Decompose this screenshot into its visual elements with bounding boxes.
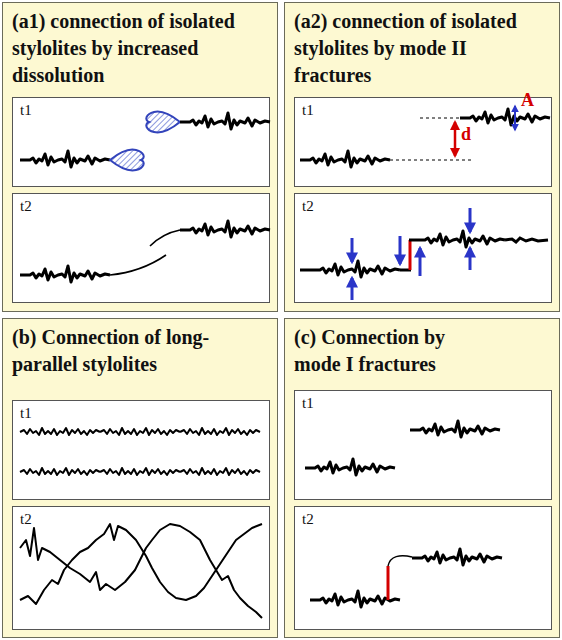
stylolite [300,269,310,272]
stage-label: t1 [302,101,314,119]
stage-box: t2 [294,193,552,303]
offset-arrow [454,122,457,156]
stage-box: t1 [294,390,552,500]
mode-ii-fracture [409,240,412,270]
dissolution-zone [146,111,180,132]
stylolite [20,151,110,167]
stylolite [180,221,270,237]
panel-heading: (b) Connection of long-parallel stylolit… [12,324,257,378]
stage-box: t2 [12,506,270,630]
panel-heading: (c) Connection by mode I fractures [294,324,494,378]
stylolite [180,428,260,435]
stylolite [20,468,100,475]
stress-arrow [469,248,472,270]
panel-box: (c) Connection by mode I fractures t1 t2 [284,318,560,638]
stage-label: t1 [302,394,314,412]
stylolite [400,269,411,272]
stylolite [100,428,180,435]
panel-heading: (a1) connection of isolated stylolites b… [12,8,257,89]
stage-label: t2 [20,510,32,528]
stylolite [305,459,395,475]
stress-arrow [351,238,354,262]
stylolite [310,591,400,607]
amplitude-arrow [514,106,516,130]
shear-arrow [419,248,422,276]
dissolution-trace [110,255,166,275]
stylolite [310,261,400,277]
panel-box: (b) Connection of long-parallel stylolit… [2,318,278,638]
panel-box: (a1) connection of isolated stylolites b… [2,2,278,312]
reference-line [420,118,460,119]
stage-box: t2 [12,193,270,303]
mode-i-fracture [387,566,390,600]
stylolite [409,239,415,242]
stylolite [20,524,262,604]
shear-arrow [399,236,402,264]
stylolite [460,109,550,125]
stylolite [20,524,262,618]
stage-label: t2 [302,510,314,528]
stage-label: t2 [302,197,314,215]
stress-arrow [351,278,354,300]
dissolution-zone [110,149,144,170]
stage-box: t1 [12,97,270,187]
panel-heading: (a2) connection of isolated stylolites b… [294,8,539,89]
stage-box: t2 [294,506,552,630]
reference-line [390,160,472,161]
stylolite [412,549,502,565]
stage-label: t1 [20,404,32,422]
stylolite [100,468,180,475]
panel-box: (a2) connection of isolated stylolites b… [284,2,560,312]
stylolite [180,468,260,475]
stage-label: t2 [20,197,32,215]
stylolite [20,428,100,435]
dissolution-trace [150,230,180,246]
stylolite [300,151,390,167]
fracture-tip [388,556,412,566]
stress-arrow [469,208,472,232]
stage-box: t1 [12,400,270,500]
stylolite [180,113,270,129]
stylolite [20,266,110,282]
stylolite [505,238,548,242]
stylolite [410,421,500,437]
stage-label: t1 [20,101,32,119]
stylolite [415,231,505,247]
stage-box: t1 [294,97,552,187]
